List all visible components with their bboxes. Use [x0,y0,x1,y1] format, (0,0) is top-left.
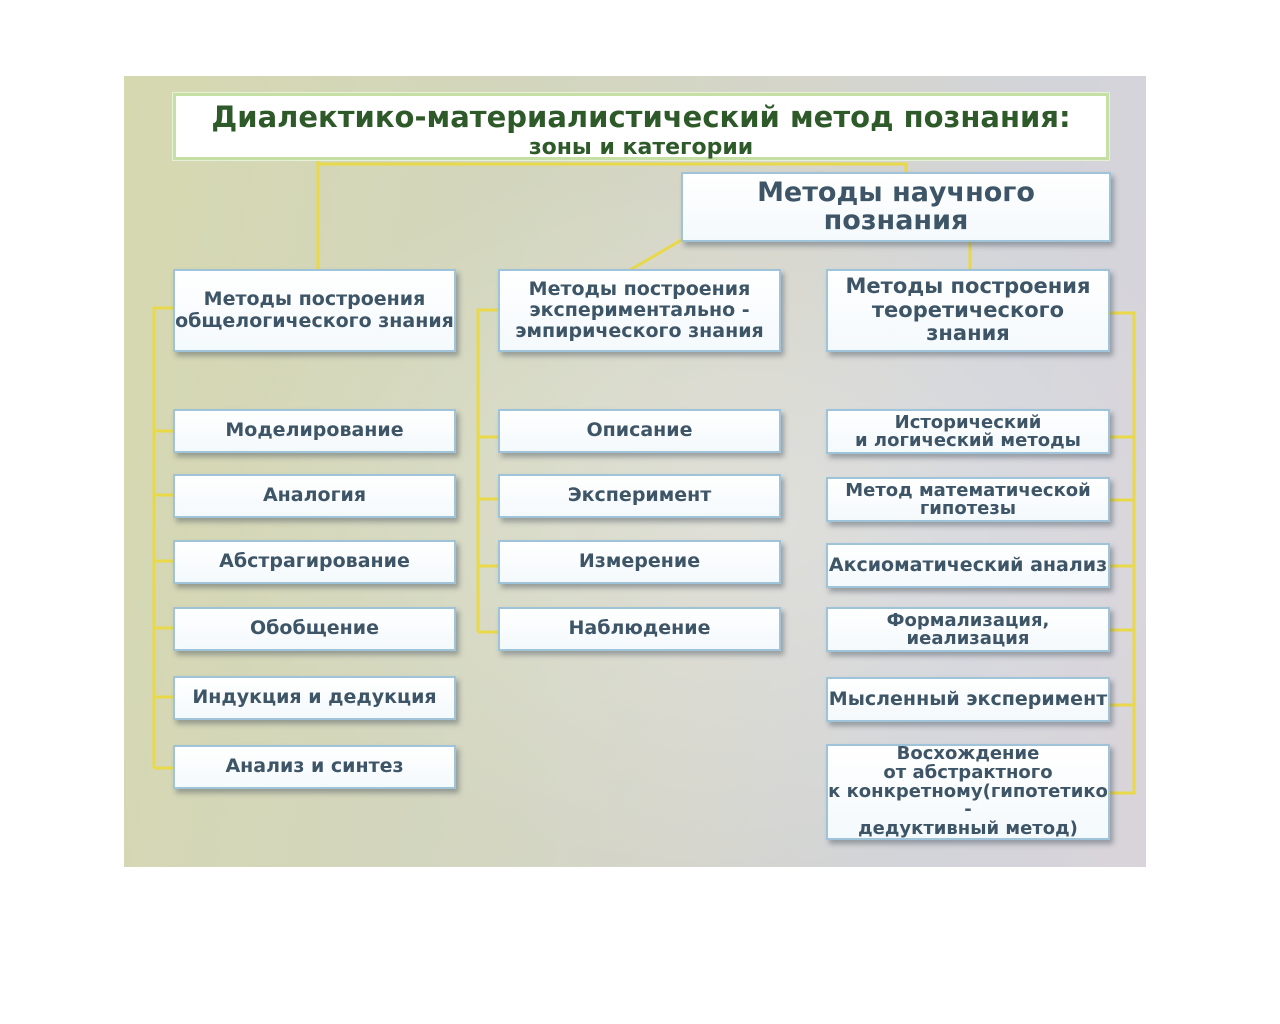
method-box: Индукция и дедукция [173,676,456,720]
method-box: Исторический и логический методы [826,409,1110,454]
column-header-theoretical: Методы построения теоретического знания [826,269,1110,352]
method-box: Аналогия [173,474,456,518]
connector-main-middle [629,233,691,272]
method-box: Моделирование [173,409,456,453]
main-methods-box: Методы научного познания [681,172,1111,242]
column-header-empirical: Методы построения экспериментально - эмп… [498,269,781,352]
title-main: Диалектико-материалистический метод позн… [211,100,1071,134]
method-box: Абстрагирование [173,540,456,584]
method-box: Обобщение [173,607,456,651]
method-box: Аксиоматический анализ [826,543,1110,588]
method-box: Эксперимент [498,474,781,518]
method-box: Измерение [498,540,781,584]
method-box: Описание [498,409,781,453]
title-sub: зоны и категории [528,135,754,160]
connector-middle-spine [476,308,498,632]
column-header-general-logical: Методы построения общелогического знания [173,269,456,352]
method-box: Формализация, иеализация [826,607,1110,652]
method-box: Метод математической гипотезы [826,477,1110,522]
method-box: Наблюдение [498,607,781,651]
connector-right-spine [1110,311,1136,795]
connector-title-right [318,162,908,172]
connector-left-spine [152,306,173,768]
method-box: Анализ и синтез [173,745,456,789]
diagram-title: Диалектико-материалистический метод позн… [173,93,1109,160]
method-box: Мысленный эксперимент [826,677,1110,722]
method-box: Восхождение от абстрактного к конкретном… [826,744,1110,840]
